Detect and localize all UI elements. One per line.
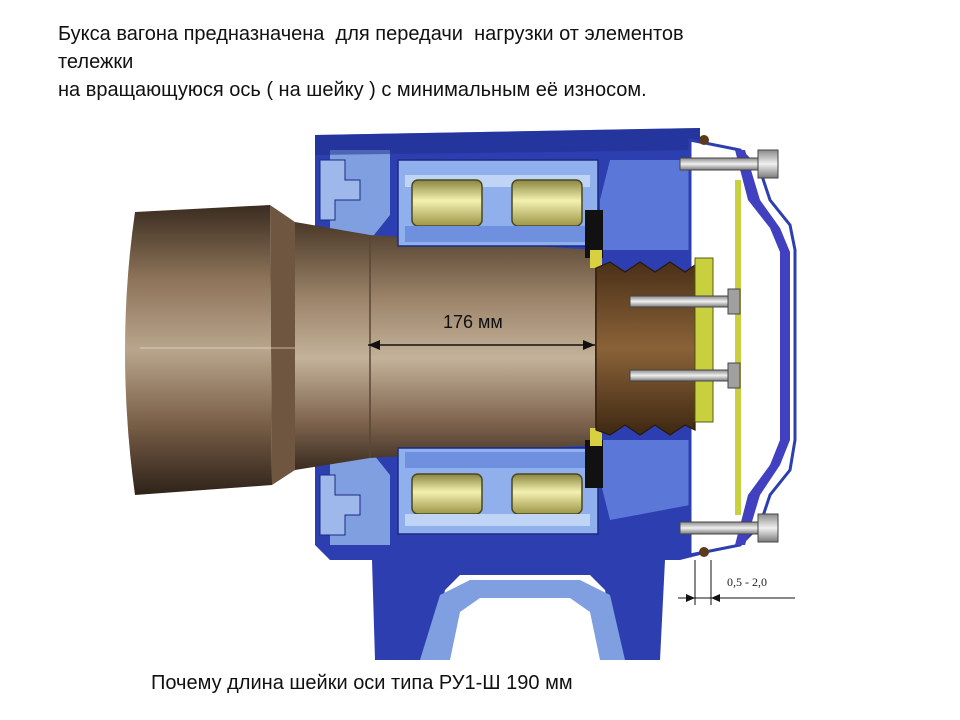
heading-line-1: Букса вагона предназначена для передачи … — [58, 23, 684, 45]
bolt-top — [679, 149, 779, 179]
bolt-bottom — [679, 513, 779, 543]
journal-length-label: 176 мм — [443, 312, 503, 332]
bearing-top — [397, 159, 599, 247]
dimension-gap: 0,5 - 2,0 — [678, 560, 795, 605]
heading-line-3: на вращающуюся ось ( на шейку ) с минима… — [58, 79, 647, 101]
axle-shaft — [125, 205, 368, 495]
bearing-bottom — [397, 447, 599, 535]
gap-label: 0,5 - 2,0 — [727, 575, 767, 589]
slide-caption: Почему длина шейки оси типа РУ1-Ш 190 мм — [151, 672, 573, 694]
end-nut — [595, 261, 696, 436]
spacer-ring-bottom — [585, 440, 603, 488]
bolt-middle-upper — [629, 288, 741, 315]
bolt-middle-lower — [629, 362, 741, 389]
slide-heading: Букса вагона предназначена для передачи … — [58, 20, 918, 104]
locking-washer — [694, 257, 714, 423]
spacer-ring-top — [585, 210, 603, 258]
heading-line-2: тележки — [58, 51, 134, 73]
axle-journal — [295, 222, 595, 470]
dimension-journal-length: 176 мм — [368, 312, 595, 350]
